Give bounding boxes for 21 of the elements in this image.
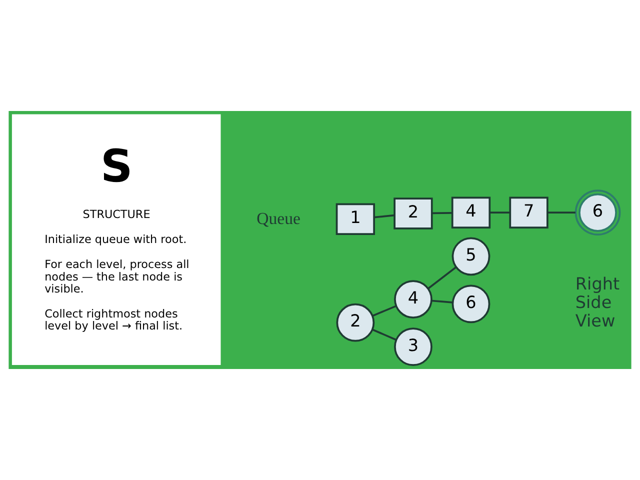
node-circle: 6 [452, 284, 490, 324]
node-box: 1 [336, 203, 375, 235]
label: Right Side View [575, 273, 620, 331]
label: Queue [256, 209, 300, 228]
node-box: 4 [451, 196, 491, 228]
connector [372, 305, 396, 317]
connector [374, 214, 394, 218]
connector [432, 212, 452, 214]
node-circle: 3 [394, 328, 432, 366]
node-box: 2 [394, 198, 433, 230]
node-circle: 6 [574, 190, 621, 236]
connector [428, 266, 456, 290]
connector [548, 212, 576, 214]
node-circle: 4 [394, 280, 432, 318]
connector [490, 212, 510, 214]
node-circle: 5 [452, 237, 490, 276]
connector [372, 328, 396, 341]
node-box: S STRUCTURE Initialize queue with root. For each level, process all nodes — the last node is visible. Collect rightmost nodes level by level → final list. [12, 114, 221, 365]
node-box: 7 [509, 196, 548, 228]
connector [432, 300, 452, 304]
node-circle: 2 [336, 303, 375, 342]
